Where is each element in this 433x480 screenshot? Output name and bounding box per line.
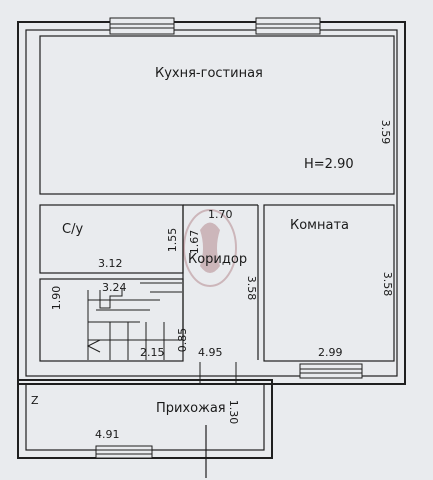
stair-bottom-dim: 2.15 [140, 346, 165, 359]
room-height-dim: 3.58 [381, 272, 394, 297]
room-width-dim: 2.99 [318, 346, 343, 359]
kitchen-height-dim: 3.59 [379, 120, 392, 145]
room [263, 204, 395, 362]
staircase [86, 282, 182, 360]
hallway-width-dim: 4.91 [95, 428, 120, 441]
corridor-width-dim: 1.70 [208, 208, 233, 221]
room-label: Комната [290, 218, 349, 233]
ceiling-height-dim: H=2.90 [304, 157, 354, 172]
bathroom-width-dim: 3.12 [98, 257, 123, 270]
hallway-top-dim: 4.95 [198, 346, 223, 359]
kitchen-living-room [39, 35, 395, 195]
bathroom-height-dim-2: 1.67 [188, 230, 201, 255]
kitchen-living-label: Кухня-гостиная [155, 66, 263, 81]
outer-wall-inner [25, 29, 398, 377]
window-top-right [255, 17, 321, 35]
bathroom-height-dim-1: 1.55 [166, 228, 179, 253]
stair-small-dim: 0.85 [176, 328, 189, 353]
stair-height-dim: 1.90 [50, 286, 63, 311]
stair-width-dim: 3.24 [102, 281, 127, 294]
hallway-height-dim: 1.30 [227, 400, 240, 425]
bathroom-label: С/у [62, 222, 83, 237]
corner-marker: Z [31, 394, 39, 407]
corridor-height-dim: 3.58 [245, 276, 258, 301]
watermark-seal [183, 209, 237, 287]
window-room-bottom [299, 363, 363, 379]
corridor-label: Коридор [188, 252, 247, 267]
window-top-left [109, 17, 175, 35]
window-hallway-left [95, 445, 153, 459]
hallway-label: Прихожая [156, 401, 226, 416]
